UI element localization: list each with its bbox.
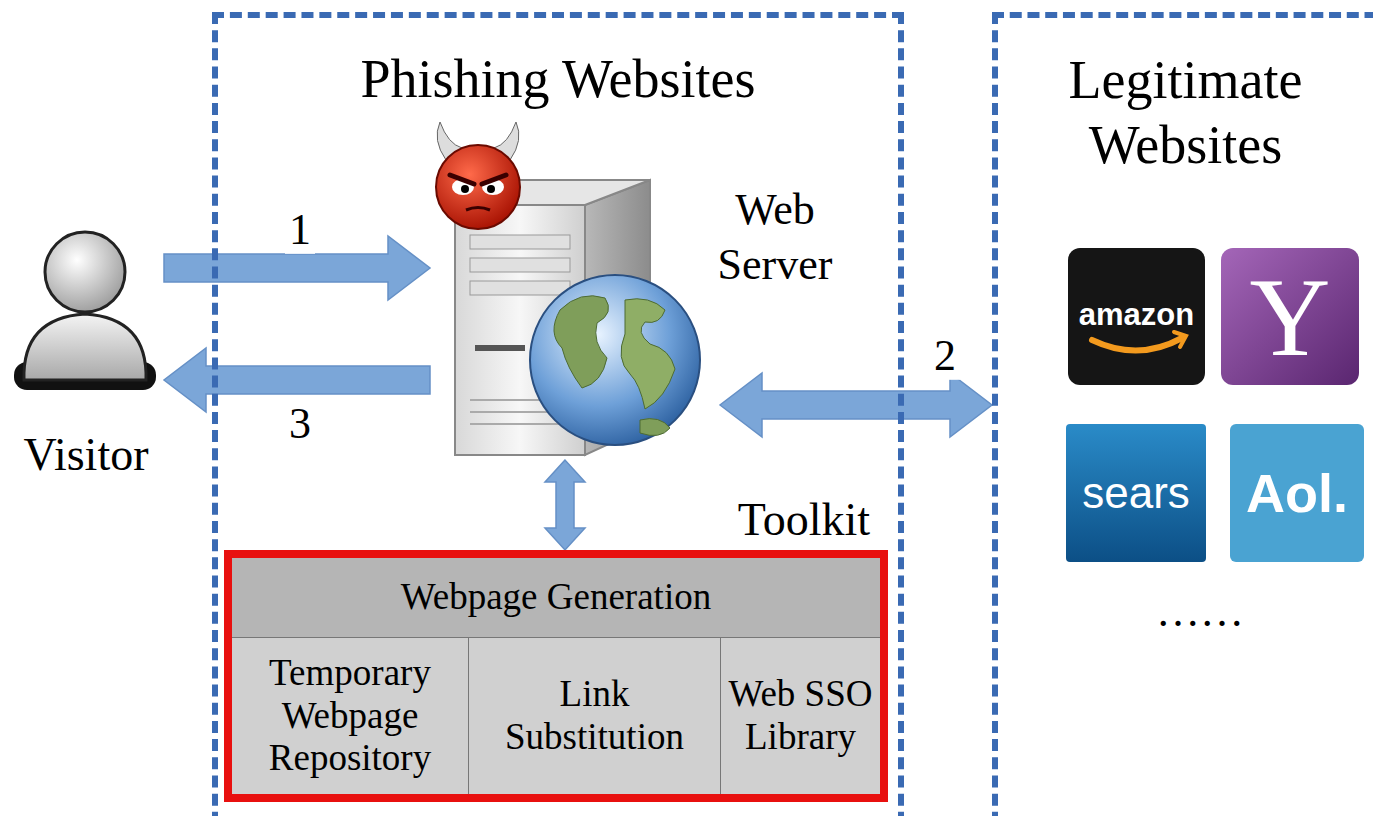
aol-logo: [1230, 424, 1364, 562]
logo-tile: Y: [1221, 248, 1359, 385]
node-text: Web Server: [700, 182, 850, 292]
person-icon: [14, 232, 156, 390]
amazon-smile: [1092, 338, 1182, 351]
yahoo-logo: [1221, 248, 1359, 385]
step-number: 1: [285, 206, 315, 254]
logo-tile: amazon: [1068, 248, 1205, 368]
logo-tile: Aol.: [1230, 424, 1364, 562]
globe-icon: [530, 275, 700, 445]
node-text: amazon: [1079, 297, 1194, 333]
toolkit-cell: Web SSO Library: [720, 638, 880, 794]
node-text: Toolkit: [738, 494, 870, 547]
block-arrow: [720, 373, 992, 437]
node-text: Link Substitution: [469, 673, 720, 758]
block-arrow: [545, 460, 585, 550]
toolkit-cell: Temporary Webpage Repository: [232, 638, 468, 794]
node-text: Visitor: [8, 429, 164, 482]
node-text: Webpage Generation: [401, 576, 711, 619]
node-text: Web SSO Library: [721, 673, 880, 758]
web-server: Web Server: [430, 160, 720, 460]
node-text: Y: [1250, 261, 1331, 373]
node-text: Legitimate Websites: [1008, 48, 1363, 178]
legitimate-region: Legitimate Websites amazon Ysears Aol.: [992, 12, 1373, 816]
toolkit-box: ToolkitWebpage GenerationTemporary Webpa…: [224, 550, 888, 802]
step-number: 2: [930, 332, 960, 380]
step-number: 3: [285, 400, 315, 448]
phishing-region: Phishing WebsitesWeb ServerToolkitWebpag…: [212, 12, 904, 816]
node-text: Temporary Webpage Repository: [232, 652, 468, 780]
ellipsis-label: ……: [1156, 588, 1244, 636]
amazon-logo: [1068, 248, 1205, 385]
visitor-node: Visitor: [8, 226, 164, 482]
node-text: Phishing Websites: [218, 48, 898, 110]
toolkit-cell: Link Substitution: [468, 638, 720, 794]
logo-tile: sears: [1066, 424, 1206, 562]
node-text: sears: [1082, 468, 1190, 519]
toolkit-header: Webpage Generation: [232, 558, 880, 638]
node-text: Aol.: [1246, 462, 1348, 524]
devil-icon: [436, 122, 520, 229]
sears-logo: [1066, 424, 1206, 562]
